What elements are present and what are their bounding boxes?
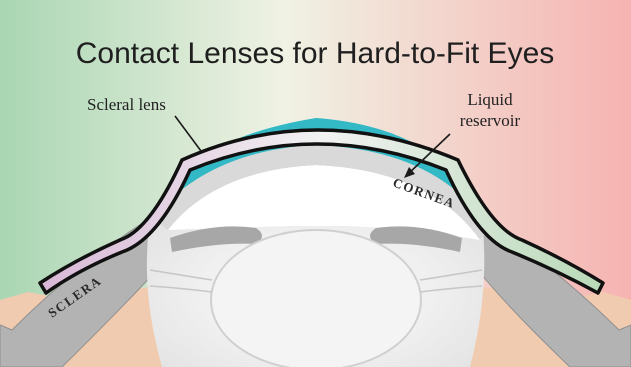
scleral-lens-label: Scleral lens [87,95,166,114]
diagram-title: Contact Lenses for Hard-to-Fit Eyes [76,37,555,70]
crystalline-lens [211,230,421,367]
liquid-reservoir-label-line1: Liquid [467,90,513,109]
liquid-reservoir-label-line2: reservoir [460,111,521,130]
